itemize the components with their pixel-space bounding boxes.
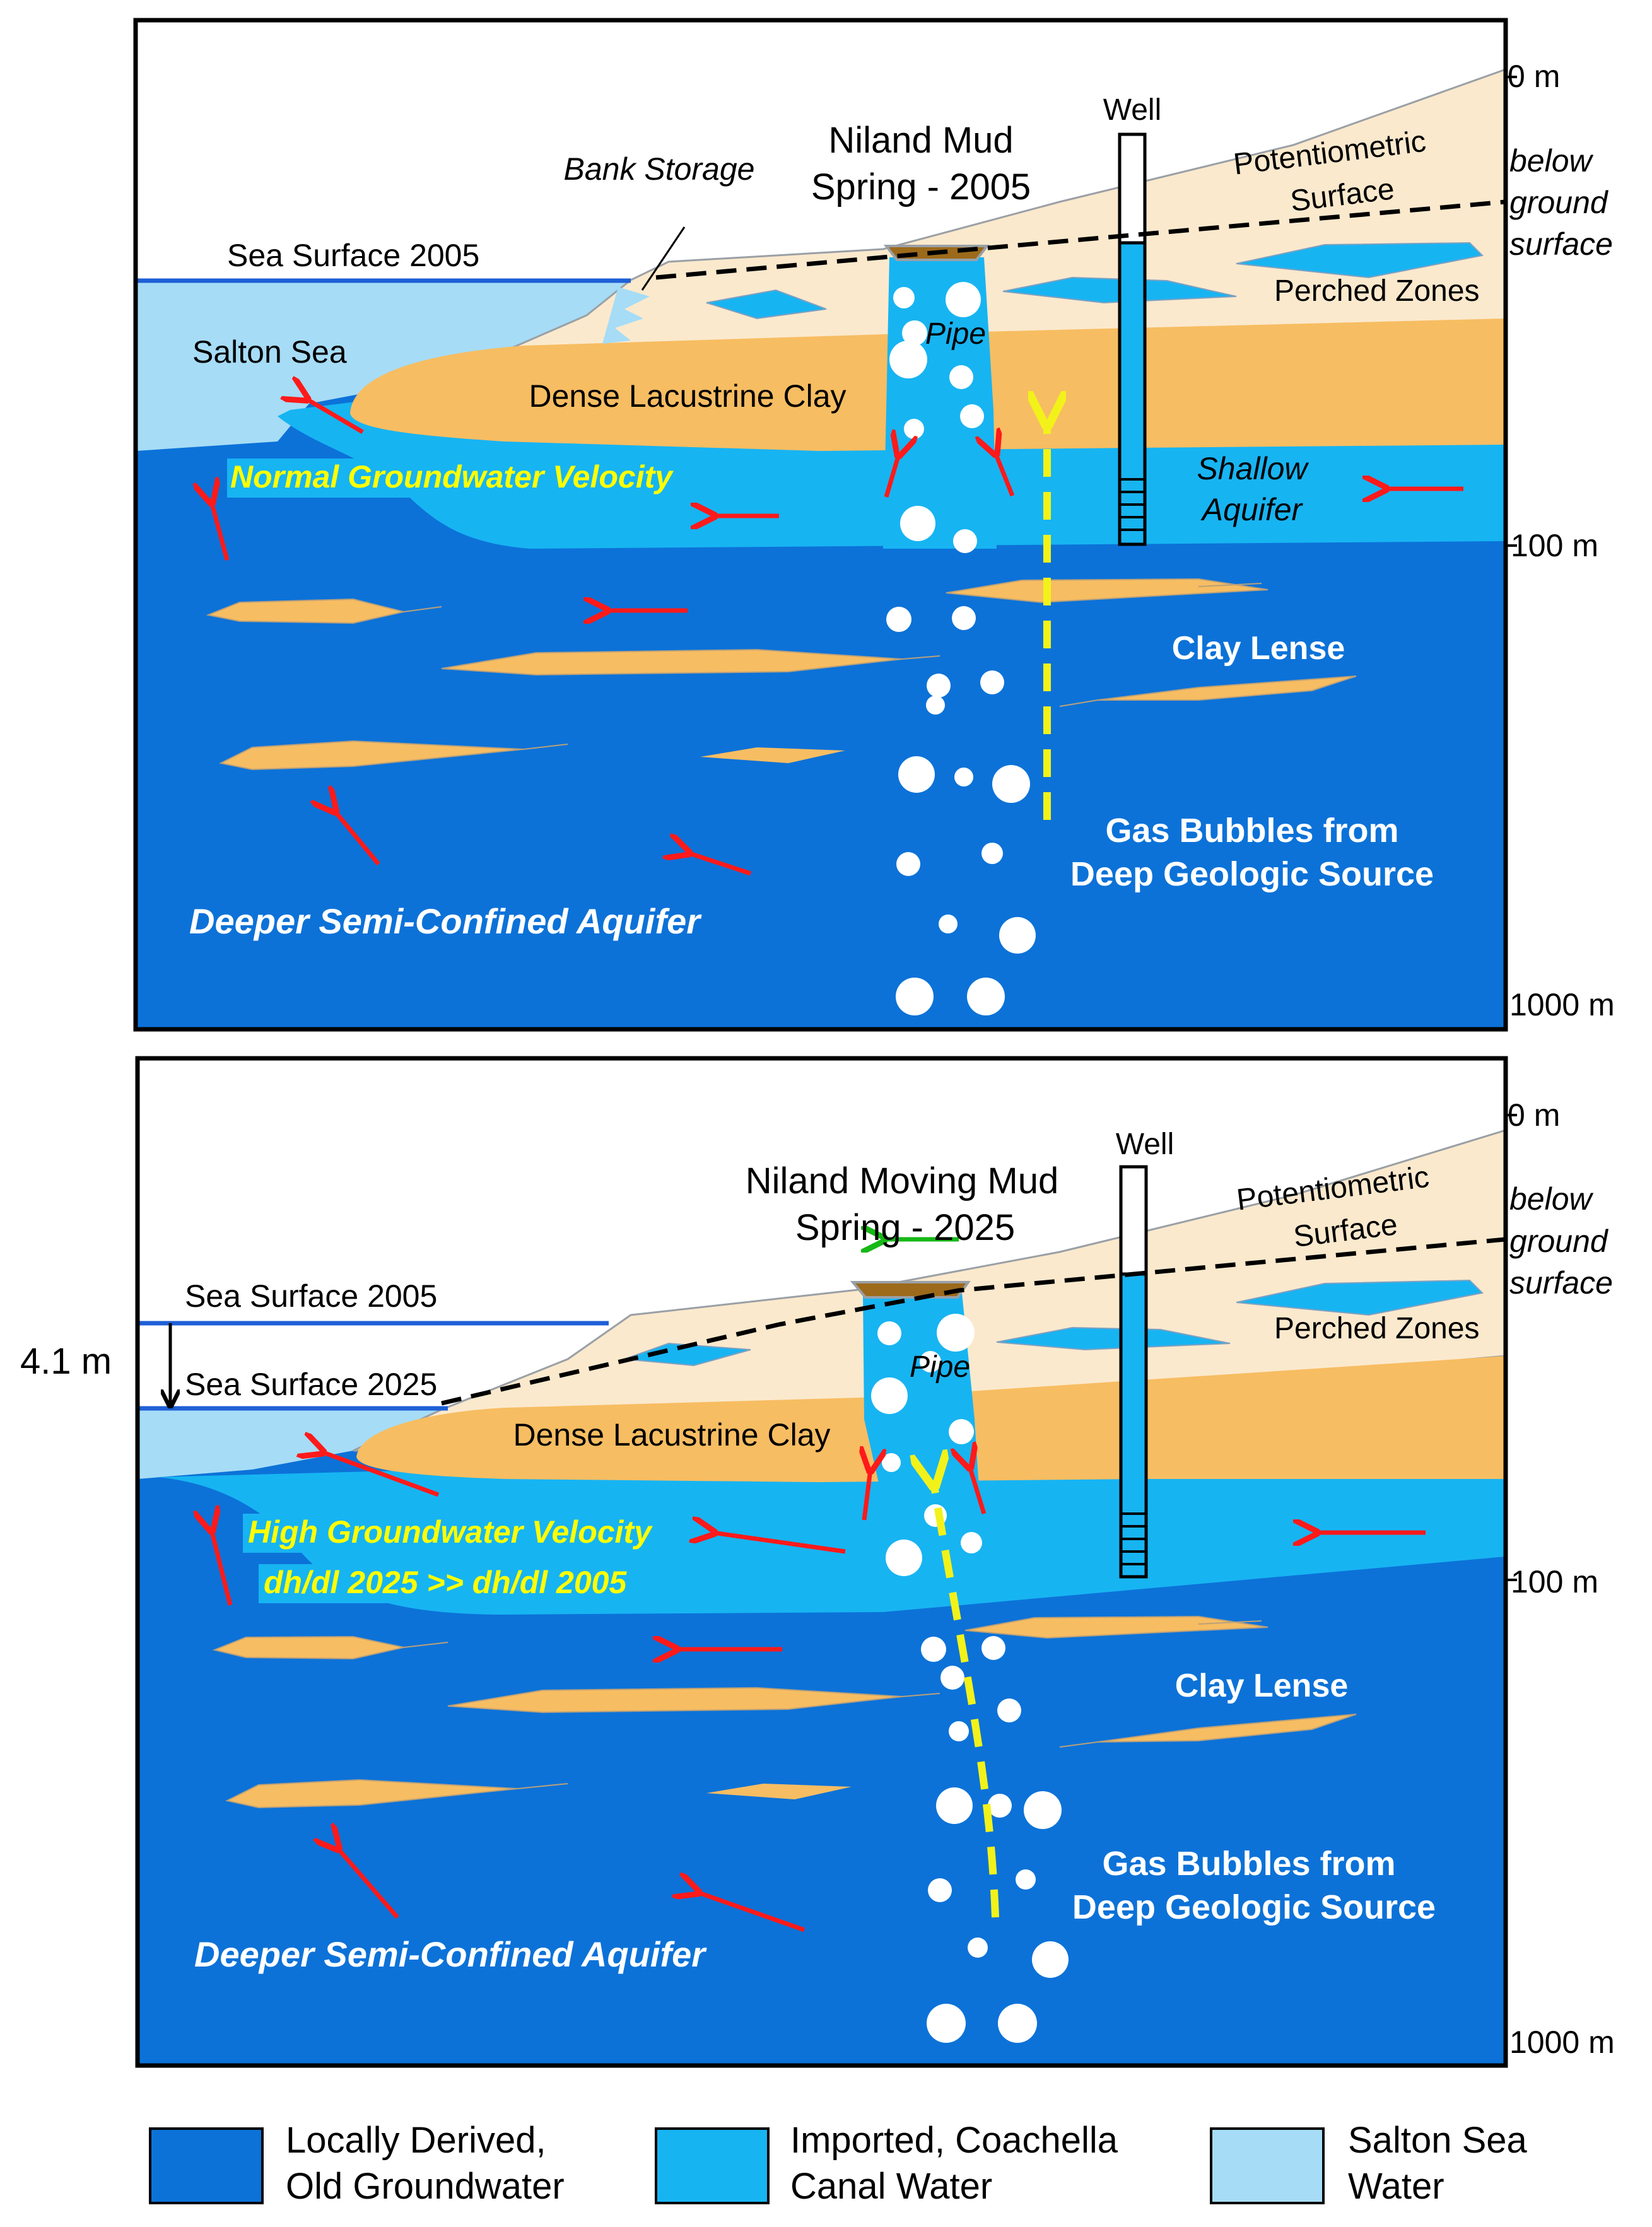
velocity-label-bg-2005 <box>227 459 706 498</box>
velocity-label-2005: Normal Groundwater Velocity <box>230 459 674 494</box>
bank-storage-leader <box>641 226 686 291</box>
potentiometric-line-2025 <box>441 1237 1506 1406</box>
spring-title-2005-l1: Niland Mud <box>828 120 1013 161</box>
clay-lens <box>212 1635 448 1660</box>
perched-zone <box>996 1326 1231 1351</box>
pipe-label-2005: Pipe <box>925 317 986 351</box>
legend-swatch-old-groundwater <box>149 2127 264 2204</box>
mud-spring-2025 <box>850 1281 971 1299</box>
gas-label-2025-l1: Gas Bubbles from <box>1102 1845 1395 1883</box>
velocity-label-bg-2025 <box>243 1514 684 1553</box>
depth-1000m-2: 1000 m <box>1509 2025 1615 2060</box>
clay-lens <box>206 598 442 624</box>
perched-zone <box>1236 242 1484 279</box>
depth-100m: 100 m <box>1511 528 1598 563</box>
sea-surface-2005-label: Sea Surface 2005 <box>185 1278 437 1314</box>
salton-sea-label: Salton Sea <box>192 334 347 370</box>
depth-note-l1: below <box>1509 143 1594 178</box>
spring-title-2005-l2: Spring - 2005 <box>811 167 1031 208</box>
depth-0m-2: 0 m <box>1508 1097 1560 1133</box>
legend-label-2-l1: Imported, Coachella <box>790 2120 1118 2161</box>
sea-surface-label-2005: Sea Surface 2005 <box>227 238 479 273</box>
depth-1000m: 1000 m <box>1509 987 1615 1022</box>
legend-label-2-l2: Canal Water <box>790 2166 992 2207</box>
clay-lens <box>447 1686 940 1714</box>
perched-zone <box>624 1342 751 1367</box>
legend: Locally Derived, Old Groundwater Importe… <box>149 2120 1528 2207</box>
depth-note-2-l2: ground <box>1509 1224 1609 1259</box>
salton-sea-2005 <box>136 280 631 451</box>
clay-lens <box>1059 1714 1357 1748</box>
legend-label-3-l1: Salton Sea <box>1348 2120 1528 2161</box>
gas-arrow-2025 <box>934 1482 999 1918</box>
deeper-aquifer-label-2025: Deeper Semi-Confined Aquifer <box>194 1934 707 1974</box>
depth-0m: 0 m <box>1508 59 1560 94</box>
depth-note-2-l3: surface <box>1509 1265 1613 1301</box>
panel-2005: Niland Mud Spring - 2005 Well Bank Stora… <box>133 18 1508 1032</box>
clay-lens <box>441 648 940 676</box>
panel-frame-2005 <box>133 18 1508 1032</box>
depth-100m-2: 100 m <box>1511 1564 1598 1599</box>
clay-lens <box>706 1784 852 1799</box>
well-label-2005: Well <box>1103 93 1161 127</box>
bank-storage-label: Bank Storage <box>564 151 755 187</box>
depth-note-2-l1: below <box>1509 1181 1594 1217</box>
potentiometric-line-2005 <box>655 199 1506 280</box>
perched-label-2025: Perched Zones <box>1274 1312 1480 1345</box>
gradient-label: dh/dl 2025 >> dh/dl 2005 <box>264 1565 627 1600</box>
clay-lense-label-2005: Clay Lense <box>1172 630 1345 667</box>
gas-bubbles-2025 <box>871 1314 1069 2043</box>
drop-label: 4.1 m <box>20 1341 112 1382</box>
sea-surface-2025-label: Sea Surface 2025 <box>185 1367 437 1402</box>
bank-storage-zone <box>602 287 650 344</box>
gas-label-2005-l2: Deep Geologic Source <box>1070 855 1434 893</box>
clay-lens <box>225 1779 568 1809</box>
velocity-label-2025: High Groundwater Velocity <box>248 1514 653 1550</box>
depth-scale-2005: 0 m below ground surface 100 m 1000 m <box>1506 59 1615 1022</box>
shallow-aquifer-label-l2: Aquifer <box>1200 492 1304 527</box>
clay-lens <box>218 740 568 771</box>
deeper-aquifer-label-2005: Deeper Semi-Confined Aquifer <box>189 901 702 941</box>
shallow-aquifer-label-l1: Shallow <box>1197 451 1309 486</box>
depth-note-l3: surface <box>1509 226 1613 262</box>
perched-zone <box>706 289 827 320</box>
clay-label-2005: Dense Lacustrine Clay <box>529 378 846 414</box>
clay-lens <box>946 578 1268 604</box>
clay-lens <box>1059 675 1357 707</box>
spring-title-2025-l1: Niland Moving Mud <box>746 1160 1058 1201</box>
perched-zone <box>1236 1279 1484 1316</box>
pipe-label-2025: Pipe <box>910 1350 970 1384</box>
flow-arrows-2025 <box>211 1452 1426 1932</box>
well-label-2025: Well <box>1116 1128 1174 1161</box>
gas-label-2025-l2: Deep Geologic Source <box>1072 1888 1436 1926</box>
flow-arrows-2005 <box>211 399 1463 876</box>
legend-swatch-canal-water <box>655 2127 770 2204</box>
well-screen-2005 <box>1120 478 1145 531</box>
salton-sea-2025 <box>138 1410 442 1479</box>
gas-label-2005-l1: Gas Bubbles from <box>1105 812 1398 850</box>
well-screen-2025 <box>1121 1512 1146 1565</box>
gradient-label-bg <box>259 1564 662 1603</box>
clay-lense-label-2025: Clay Lense <box>1175 1668 1349 1704</box>
depth-note-l2: ground <box>1509 185 1609 220</box>
legend-label-3-l2: Water <box>1348 2166 1444 2207</box>
clay-lens <box>700 747 845 763</box>
clay-label-2025: Dense Lacustrine Clay <box>513 1417 830 1453</box>
clay-lens <box>964 1615 1268 1639</box>
perched-label-2005: Perched Zones <box>1274 274 1480 308</box>
legend-swatch-sea-water <box>1210 2127 1325 2204</box>
legend-label-1-l1: Locally Derived, <box>286 2120 546 2161</box>
well-water-2025 <box>1119 1272 1148 1579</box>
legend-label-1-l2: Old Groundwater <box>286 2166 565 2207</box>
well-water-2005 <box>1118 241 1147 546</box>
panel-2025: Niland Moving Mud Spring - 2025 Well Sea… <box>20 1056 1508 2068</box>
depth-scale-2025: 0 m below ground surface 100 m 1000 m <box>1506 1097 1615 2060</box>
panel-frame-2025 <box>135 1056 1508 2068</box>
gas-bubbles-2005 <box>886 282 1036 1015</box>
spring-title-2025-l2: Spring - 2025 <box>795 1207 1015 1248</box>
